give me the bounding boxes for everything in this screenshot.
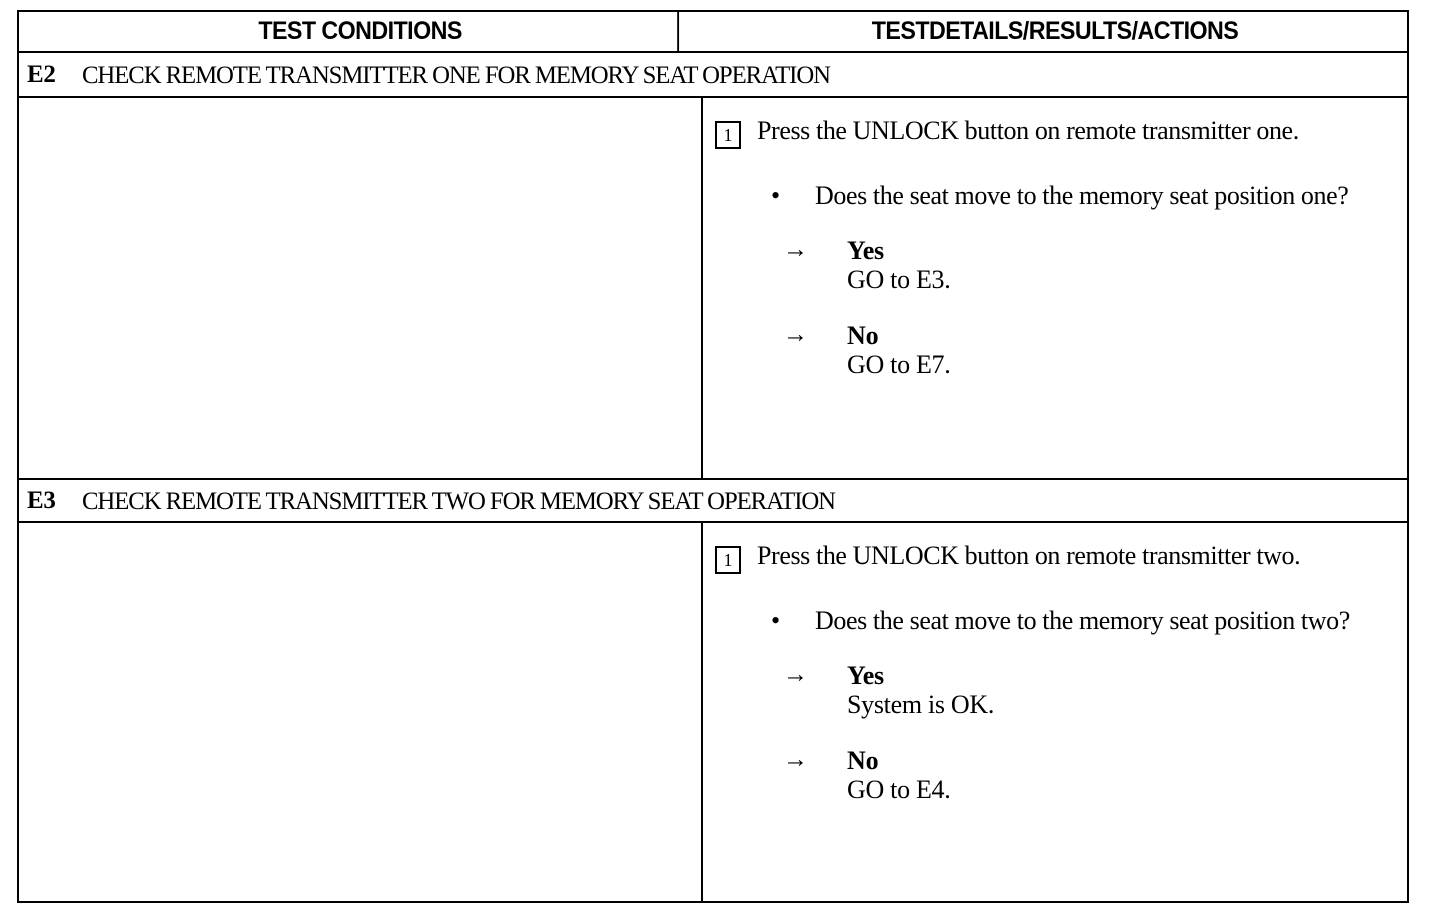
step-instruction-text: Press the UNLOCK button on remote transm… [757,116,1299,145]
answer-action-no: GO to E7. [847,350,951,380]
test-conditions-cell-e2 [19,98,703,478]
arrow-right-icon: → [783,321,808,349]
bullet-dot-icon: • [771,181,781,210]
answer-label-yes: Yes [847,236,884,266]
answer-label-yes: Yes [847,661,884,691]
answer-body: Yes GO to E3. [847,236,951,295]
section-title-e2: CHECK REMOTE TRANSMITTER ONE FOR MEMORY … [81,59,831,89]
column-header-test-conditions: TEST CONDITIONS [43,12,680,51]
section-body-row-e2: 1 Press the UNLOCK button on remote tran… [19,98,1407,478]
test-details-cell-e2: 1 Press the UNLOCK button on remote tran… [703,98,1407,478]
answer-action-yes: System is OK. [847,690,995,720]
question-text: Does the seat move to the memory seat po… [815,606,1350,635]
section-title-row-e2: E2 CHECK REMOTE TRANSMITTER ONE FOR MEMO… [19,53,1407,98]
section-code-e3: E3 [27,486,56,514]
answer-branch-e3-no: → No GO to E4. [783,746,1393,805]
answer-label-no: No [847,321,879,351]
arrow-right-icon: → [783,236,808,264]
answer-action-no: GO to E4. [847,775,951,805]
bullet-dot-icon: • [771,606,781,635]
arrow-right-icon: → [783,746,808,774]
answer-branch-e2-yes: → Yes GO to E3. [783,236,1393,295]
arrow-right-icon: → [783,661,808,689]
answer-branch-e2-no: → No GO to E7. [783,321,1393,380]
section-title-row-e3: E3 CHECK REMOTE TRANSMITTER TWO FOR MEMO… [19,478,1407,523]
answer-branch-e3-yes: → Yes System is OK. [783,661,1393,720]
test-details-cell-e3: 1 Press the UNLOCK button on remote tran… [703,523,1407,902]
table-header-row: TEST CONDITIONS TESTDETAILS/RESULTS/ACTI… [19,12,1407,53]
answer-label-no: No [847,746,879,776]
diagnostic-table: TEST CONDITIONS TESTDETAILS/RESULTS/ACTI… [17,10,1409,903]
answer-body: No GO to E4. [847,746,951,805]
test-conditions-cell-e3 [19,523,703,902]
step-number-box: 1 [715,546,741,574]
answer-body: No GO to E7. [847,321,951,380]
section-body-row-e3: 1 Press the UNLOCK button on remote tran… [19,523,1407,902]
question-bullet-e3: • Does the seat move to the memory seat … [771,606,1393,635]
step-item-e2-1: 1 Press the UNLOCK button on remote tran… [715,116,1393,149]
answer-body: Yes System is OK. [847,661,994,720]
question-text: Does the seat move to the memory seat po… [815,181,1349,210]
column-header-test-details-results-actions: TESTDETAILS/RESULTS/ACTIONS [871,17,1239,45]
answer-action-yes: GO to E3. [847,265,951,295]
step-number-box: 1 [715,121,741,149]
step-instruction-text: Press the UNLOCK button on remote transm… [757,541,1301,570]
section-code-e2: E2 [27,60,56,88]
question-bullet-e2: • Does the seat move to the memory seat … [771,181,1393,210]
section-title-e3: CHECK REMOTE TRANSMITTER TWO FOR MEMORY … [81,485,836,515]
step-item-e3-1: 1 Press the UNLOCK button on remote tran… [715,541,1393,574]
